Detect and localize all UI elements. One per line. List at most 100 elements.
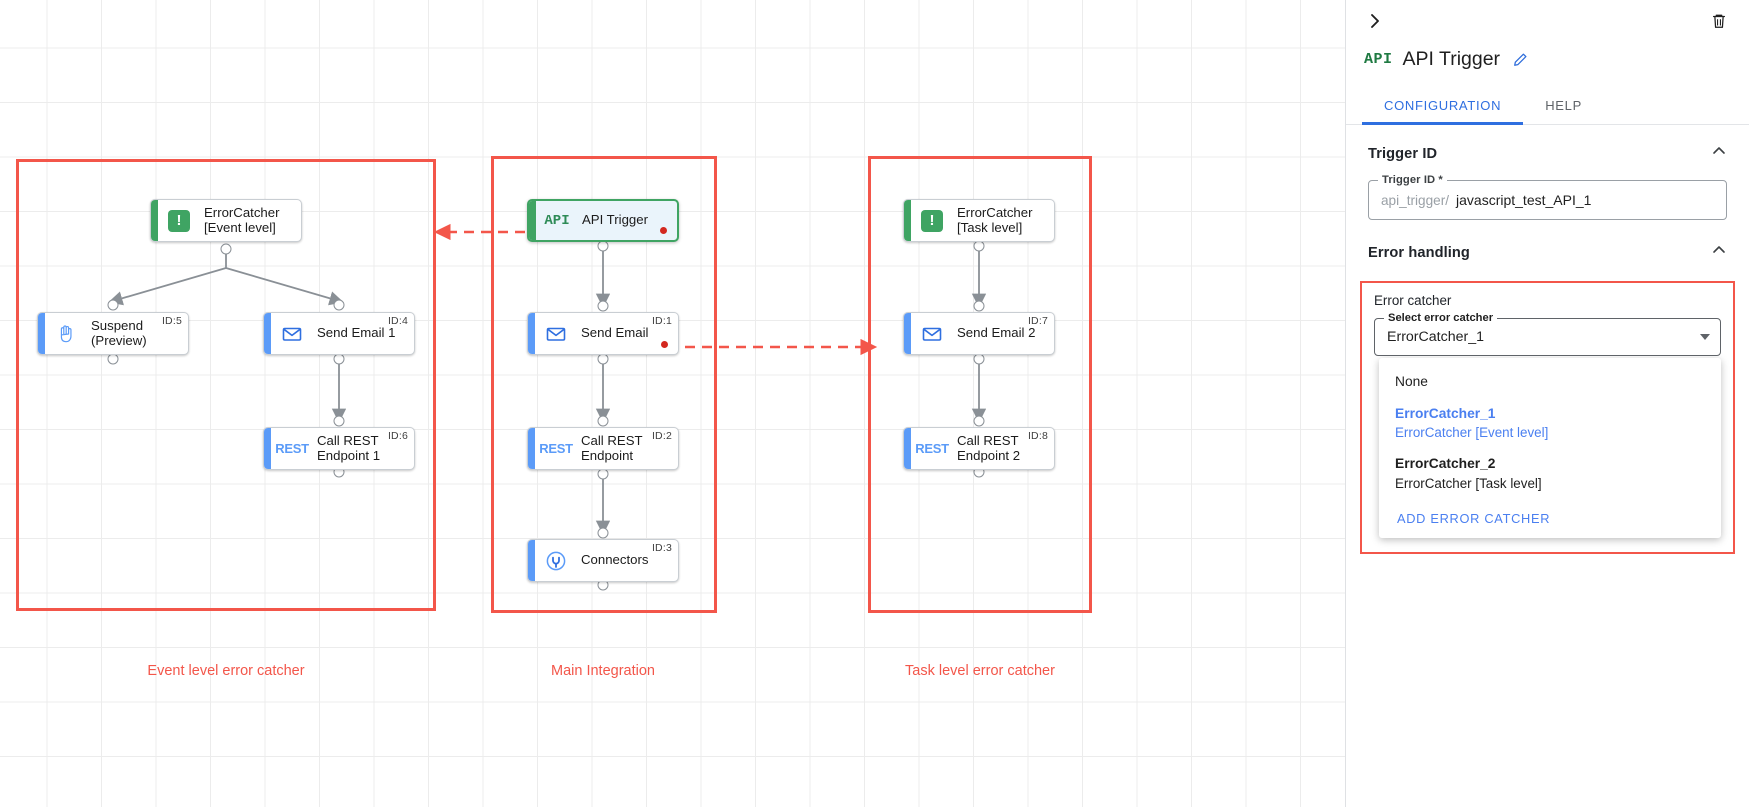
rest-icon: REST xyxy=(915,441,949,456)
trigger-id-field-wrap: Trigger ID * api_trigger/ javascript_tes… xyxy=(1346,172,1749,220)
node-accent-bar xyxy=(529,201,536,240)
error-catcher-icon: ! xyxy=(168,209,190,232)
hand-icon xyxy=(60,324,72,342)
page-title: API Trigger xyxy=(1402,47,1501,70)
trigger-id-section-header[interactable]: Trigger ID xyxy=(1346,125,1749,172)
node-title: Suspend (Preview) xyxy=(91,317,147,348)
node-icon: ! xyxy=(915,209,949,232)
node-accent-bar xyxy=(904,200,911,241)
node-title: Call REST Endpoint 2 xyxy=(957,432,1021,463)
node-icon: REST xyxy=(915,441,949,456)
trigger-id-input[interactable]: Trigger ID * api_trigger/ javascript_tes… xyxy=(1368,174,1727,220)
node-title: API Trigger xyxy=(582,212,648,228)
node-icon: REST xyxy=(539,441,573,456)
port[interactable] xyxy=(597,468,609,480)
port[interactable] xyxy=(973,240,985,252)
dropdown-option-secondary: ErrorCatcher [Task level] xyxy=(1395,475,1542,491)
api-icon: API xyxy=(544,212,570,229)
port[interactable] xyxy=(333,415,345,427)
error-catcher-block: Error catcher Select error catcher Error… xyxy=(1360,281,1735,554)
rest-icon: REST xyxy=(539,441,573,456)
dropdown-option-secondary: ErrorCatcher [Event level] xyxy=(1395,425,1549,441)
main-integration-group xyxy=(491,156,717,613)
trash-icon[interactable] xyxy=(1707,9,1731,33)
task-level-group xyxy=(868,156,1092,613)
port[interactable] xyxy=(107,353,119,365)
add-error-catcher-button[interactable]: ADD ERROR CATCHER xyxy=(1397,510,1551,526)
chevron-up-icon[interactable] xyxy=(1711,242,1727,263)
tab-help[interactable]: HELP xyxy=(1545,98,1582,113)
dropdown-option-primary: ErrorCatcher_2 xyxy=(1395,456,1496,472)
port[interactable] xyxy=(107,299,119,311)
error-catcher-select[interactable]: Select error catcher ErrorCatcher_1 xyxy=(1374,312,1721,356)
pencil-icon[interactable] xyxy=(1512,51,1529,68)
node-accent-bar xyxy=(264,313,271,354)
port[interactable] xyxy=(220,243,232,255)
dropdown-option-primary: None xyxy=(1395,374,1428,389)
node-accent-bar xyxy=(528,428,535,469)
node-accent-bar xyxy=(38,313,45,354)
envelope-icon xyxy=(922,327,942,341)
node-icon: ! xyxy=(162,209,196,232)
node-id-tag: ID:4 xyxy=(387,315,408,327)
error-indicator-dot xyxy=(661,341,668,348)
port[interactable] xyxy=(973,353,985,365)
rest-icon: REST xyxy=(275,441,309,456)
group-label-event: Event level error catcher xyxy=(147,663,305,679)
node-accent-bar xyxy=(528,313,535,354)
section-title: Trigger ID xyxy=(1368,145,1438,162)
port[interactable] xyxy=(597,300,609,312)
chevron-down-icon[interactable] xyxy=(1700,334,1710,340)
node-title: Send Email 1 xyxy=(317,325,396,341)
node-id-tag: ID:6 xyxy=(387,430,408,442)
node-id-tag: ID:2 xyxy=(651,430,672,442)
workflow-node-susp[interactable]: Suspend (Preview) ID:5 xyxy=(37,312,189,355)
chevron-right-icon[interactable] xyxy=(1362,8,1388,34)
node-id-tag: ID:7 xyxy=(1027,315,1048,327)
section-title: Error handling xyxy=(1368,244,1470,261)
chevron-up-icon[interactable] xyxy=(1711,143,1727,164)
group-label-main: Main Integration xyxy=(551,663,655,679)
port[interactable] xyxy=(333,299,345,311)
error-catcher-select-value: ErrorCatcher_1 xyxy=(1387,329,1484,345)
api-icon: API xyxy=(1364,50,1393,68)
port[interactable] xyxy=(973,415,985,427)
tab-configuration[interactable]: CONFIGURATION xyxy=(1362,90,1524,125)
port[interactable] xyxy=(597,353,609,365)
error-indicator-dot xyxy=(660,227,667,234)
properties-panel: API API Trigger CONFIGURATION HELP Trigg… xyxy=(1345,0,1749,807)
port[interactable] xyxy=(973,300,985,312)
port[interactable] xyxy=(333,353,345,365)
port[interactable] xyxy=(597,240,609,252)
panel-tabs: CONFIGURATION HELP xyxy=(1346,90,1749,125)
workflow-canvas[interactable]: Event level error catcher Main Integrati… xyxy=(0,0,1345,807)
trigger-id-prefix: api_trigger/ xyxy=(1381,192,1450,208)
panel-toolbar xyxy=(1346,0,1749,42)
node-icon xyxy=(539,322,573,346)
workflow-node-api[interactable]: API API Trigger xyxy=(527,199,679,242)
dropdown-option-0[interactable]: None xyxy=(1379,366,1721,398)
node-title: ErrorCatcher [Task level] xyxy=(957,204,1033,235)
workflow-node-ec1[interactable]: !ErrorCatcher [Event level] xyxy=(150,199,302,242)
port[interactable] xyxy=(597,527,609,539)
node-title: Send Email xyxy=(581,325,649,341)
port[interactable] xyxy=(597,415,609,427)
error-handling-section-header[interactable]: Error handling xyxy=(1346,220,1749,271)
envelope-icon xyxy=(282,327,302,341)
error-catcher-icon: ! xyxy=(921,209,943,232)
node-id-tag: ID:5 xyxy=(161,315,182,327)
event-level-group xyxy=(16,159,436,611)
workflow-node-ec2[interactable]: ! ErrorCatcher [Task level] xyxy=(903,199,1055,242)
trigger-id-value: javascript_test_API_1 xyxy=(1456,192,1592,208)
node-icon: API xyxy=(540,213,574,229)
